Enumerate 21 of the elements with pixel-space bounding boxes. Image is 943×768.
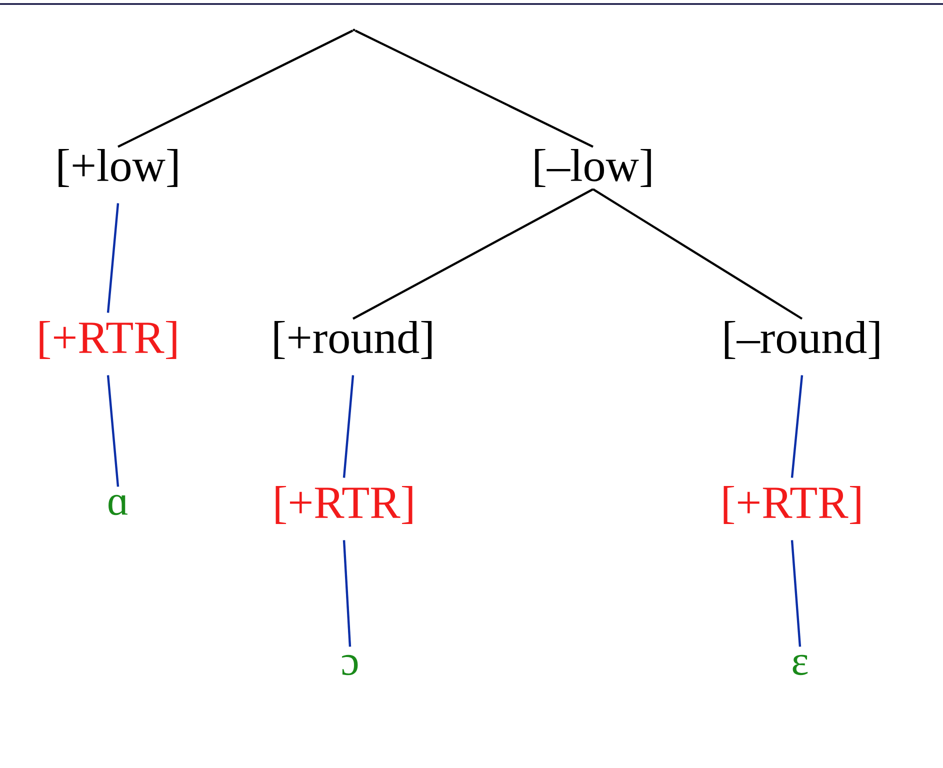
feature-label: [–round] (724, 320, 880, 360)
feature-label: [+round] (274, 320, 432, 360)
feature-label: [+RTR] (276, 486, 412, 524)
tree-branch (354, 30, 594, 148)
tree-branch (106, 203, 120, 313)
tree-branch (342, 540, 352, 647)
tree-branch (592, 188, 803, 320)
branch-point (352, 28, 356, 32)
tree-branch (352, 188, 594, 320)
tree-branch (342, 375, 354, 478)
feature-label: [+low] (58, 148, 178, 188)
feature-label: [+RTR] (40, 320, 176, 360)
feature-label: [+RTR] (724, 486, 860, 524)
tree-branch (118, 30, 354, 148)
vowel-symbol: ɔ (342, 654, 358, 676)
tree-branch (790, 540, 802, 647)
vowel-symbol: ɑ (108, 494, 128, 516)
tree-branch (106, 375, 120, 487)
feature-label: [–low] (535, 148, 651, 188)
vowel-symbol: ɛ (792, 654, 808, 676)
tree-branch (790, 375, 804, 478)
